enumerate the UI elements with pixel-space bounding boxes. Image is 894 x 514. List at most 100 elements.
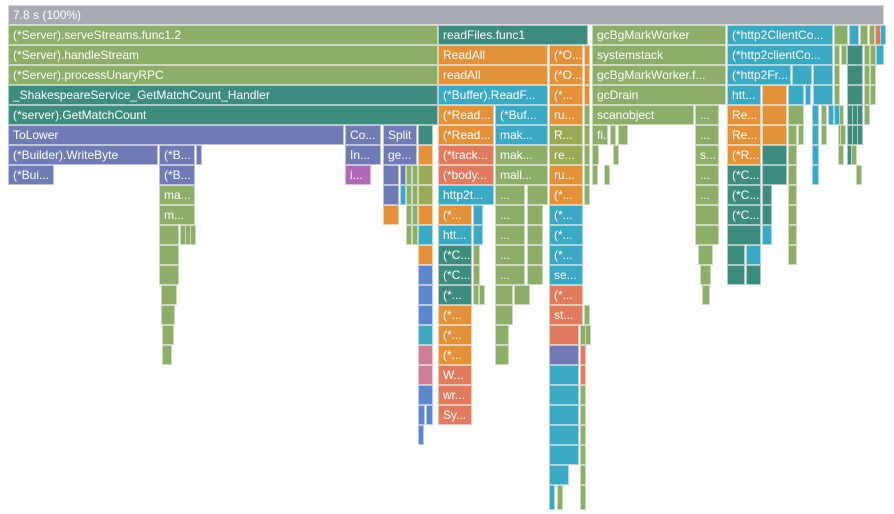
flame-frame[interactable]: gcDrain [592, 85, 726, 105]
flame-frame[interactable] [495, 345, 509, 365]
flame-frame[interactable] [557, 485, 563, 510]
flame-frame[interactable] [549, 485, 555, 510]
flame-frame[interactable] [418, 345, 433, 365]
flame-frame[interactable] [584, 185, 590, 205]
flame-frame[interactable]: Re... [727, 105, 761, 125]
flame-frame[interactable] [549, 365, 579, 385]
flame-frame[interactable] [762, 185, 772, 205]
flame-frame[interactable]: i... [345, 165, 371, 185]
flame-frame[interactable] [159, 245, 179, 265]
flame-frame[interactable]: ... [695, 185, 719, 205]
flame-frame[interactable] [549, 405, 579, 425]
flame-frame[interactable] [585, 325, 591, 345]
flame-frame[interactable]: gcBgMarkWorker [592, 25, 726, 45]
flame-frame[interactable] [418, 425, 424, 445]
flame-frame[interactable]: R... [549, 125, 583, 145]
flame-frame[interactable] [418, 225, 433, 245]
flame-frame[interactable] [514, 285, 530, 305]
flame-frame[interactable] [159, 225, 179, 245]
flame-frame[interactable] [584, 65, 590, 85]
flame-frame[interactable]: (*... [438, 305, 472, 325]
flame-frame[interactable] [813, 85, 833, 105]
flame-frame[interactable] [426, 405, 433, 425]
flame-frame[interactable]: (*C... [727, 165, 761, 185]
flame-frame[interactable]: ru... [549, 165, 583, 185]
flame-frame[interactable]: ru... [549, 105, 583, 125]
flame-frame[interactable]: htt... [438, 225, 472, 245]
flame-frame[interactable]: ... [495, 225, 525, 245]
flame-frame[interactable] [549, 345, 579, 365]
flame-frame[interactable] [162, 345, 172, 365]
flame-frame[interactable] [584, 145, 590, 165]
flame-frame[interactable] [418, 165, 433, 185]
flame-frame[interactable] [613, 145, 619, 165]
flame-frame[interactable] [584, 125, 590, 145]
flame-frame[interactable] [695, 225, 719, 245]
flame-frame[interactable] [821, 125, 827, 145]
flame-frame[interactable] [828, 105, 834, 125]
flame-frame[interactable]: (*server).GetMatchCount [8, 105, 438, 125]
flame-frame[interactable] [762, 85, 787, 105]
flame-frame[interactable] [418, 205, 433, 225]
flame-frame[interactable] [580, 345, 586, 365]
flame-frame[interactable]: In... [345, 145, 381, 165]
flame-frame[interactable] [592, 165, 598, 185]
flame-frame[interactable] [406, 205, 412, 225]
flame-frame[interactable] [584, 105, 590, 125]
flame-frame[interactable]: (*C... [438, 245, 472, 265]
flame-frame[interactable] [418, 245, 433, 265]
flame-frame[interactable]: scanobject [592, 105, 694, 125]
flame-frame[interactable] [418, 325, 433, 345]
flame-frame[interactable] [383, 205, 399, 225]
flame-frame[interactable]: mall... [495, 165, 548, 185]
flame-frame[interactable]: (*Read... [438, 105, 494, 125]
flame-frame[interactable] [864, 105, 870, 125]
flame-frame[interactable]: (*Buf... [495, 105, 548, 125]
flame-frame[interactable] [788, 245, 797, 265]
flame-frame[interactable] [812, 165, 819, 185]
flame-frame[interactable] [762, 205, 772, 225]
flame-frame[interactable] [788, 165, 797, 185]
flame-frame[interactable]: ma... [159, 185, 195, 205]
flame-frame[interactable] [549, 325, 579, 345]
flame-frame[interactable]: (*Buffer).ReadF... [438, 85, 548, 105]
flame-frame[interactable]: (*... [549, 245, 583, 265]
flame-frame[interactable] [527, 265, 543, 285]
flame-frame[interactable]: (*... [549, 185, 583, 205]
flame-frame[interactable] [549, 425, 579, 445]
flame-frame[interactable] [580, 405, 586, 425]
flame-frame[interactable] [418, 125, 433, 145]
flame-frame[interactable] [592, 145, 599, 165]
flame-frame[interactable] [788, 145, 797, 165]
flame-frame[interactable] [812, 125, 819, 145]
flame-frame[interactable]: htt... [727, 85, 761, 105]
flame-frame[interactable]: ... [695, 105, 719, 125]
flame-frame[interactable]: (*... [549, 205, 583, 225]
flame-frame[interactable] [847, 45, 863, 65]
flame-frame[interactable]: se... [549, 265, 583, 285]
flame-frame[interactable] [580, 425, 586, 445]
flame-frame[interactable]: ReadAll [438, 45, 548, 65]
flame-frame[interactable]: (*C... [438, 265, 472, 285]
flame-frame[interactable] [527, 185, 548, 205]
flame-frame[interactable]: (*O... [549, 65, 583, 85]
flame-frame[interactable] [383, 165, 399, 185]
flame-frame[interactable]: st... [549, 305, 583, 325]
flame-frame[interactable]: gcBgMarkWorker.f... [592, 65, 726, 85]
flame-frame[interactable] [834, 85, 840, 105]
flame-frame[interactable] [580, 485, 586, 510]
flame-frame[interactable] [788, 185, 797, 205]
flame-frame[interactable] [527, 225, 543, 245]
flame-frame[interactable] [159, 265, 179, 285]
flame-frame[interactable] [812, 145, 819, 165]
flame-frame[interactable]: (*C... [727, 205, 761, 225]
flame-frame[interactable]: ... [495, 245, 525, 265]
flame-frame[interactable] [880, 25, 886, 45]
flame-frame[interactable] [834, 25, 848, 45]
flame-frame[interactable] [847, 85, 863, 105]
flame-frame[interactable] [418, 285, 433, 305]
flame-frame[interactable] [418, 185, 433, 205]
flame-frame[interactable] [406, 185, 412, 205]
flame-frame[interactable]: mak... [495, 125, 548, 145]
flame-frame[interactable] [418, 385, 433, 405]
